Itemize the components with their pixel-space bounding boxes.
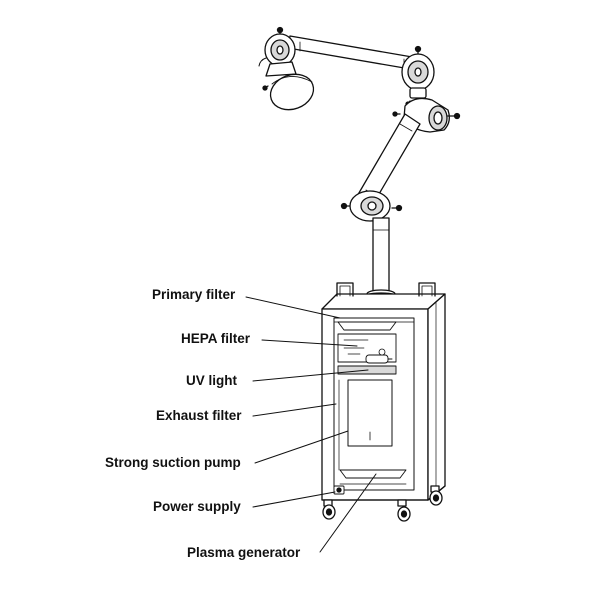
cabinet [321,282,446,501]
leader-hepa-filter [261,339,358,347]
upper-arm-tube [287,35,419,71]
leader-suction-pump [254,430,349,464]
leader-lines [245,296,377,553]
extraction-arm [258,26,461,304]
uv-light-part [365,348,393,364]
primary-filter-part [337,321,397,331]
vertical-mast [372,217,390,293]
label-primary-filter: Primary filter [152,287,236,302]
power-supply-part [333,485,345,495]
label-hepa-filter: HEPA filter [181,331,251,346]
right-handle [418,282,436,297]
label-plasma-generator: Plasma generator [187,545,301,560]
leader-power-supply [252,491,336,508]
leader-plasma-generator [319,473,377,553]
leader-uv-light [252,369,369,382]
label-uv-light: UV light [186,373,237,388]
leader-exhaust-filter [252,403,337,417]
label-power-supply: Power supply [153,499,241,514]
leader-primary-filter [245,296,341,319]
label-strong-suction-pump: Strong suction pump [105,455,241,470]
left-handle [336,282,354,297]
cabinet-side [427,293,446,501]
upper-right-joint [401,45,435,107]
front-right-wheel [397,499,411,522]
front-left-wheel [322,499,336,520]
suction-hood [262,61,315,111]
rear-right-wheel [429,485,443,506]
elbow-joint [392,97,461,133]
cabinet-top [321,293,446,310]
caster-wheels [322,485,443,522]
lower-joint [340,190,403,222]
left-joint [258,26,296,67]
plasma-generator-part [339,469,407,485]
suction-pump-part [347,379,393,447]
label-exhaust-filter: Exhaust filter [156,408,242,423]
